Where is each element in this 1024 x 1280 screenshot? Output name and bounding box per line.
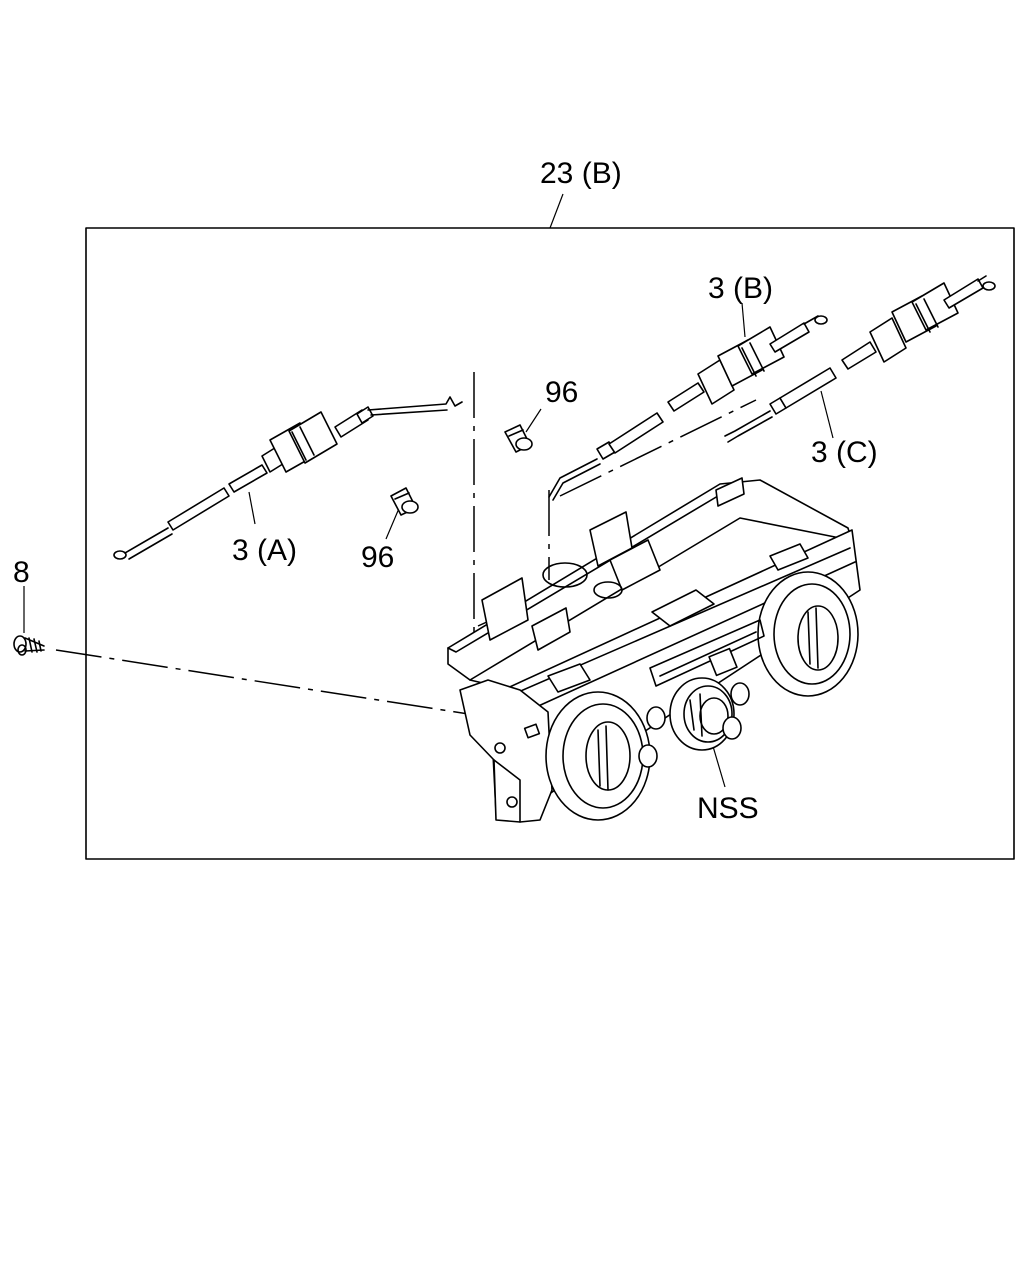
callout-cable-b: 3 (B) (708, 272, 773, 305)
heater-control-unit (447, 477, 861, 823)
control-cable-b (548, 315, 828, 501)
callout-knob-upper: 96 (545, 376, 578, 409)
callout-cable-c: 3 (C) (811, 436, 878, 469)
callout-knob-lower: 96 (361, 541, 394, 574)
knob-cap-upper (504, 424, 533, 453)
screw (13, 635, 45, 656)
callout-nss: NSS (697, 792, 759, 825)
callout-cable-a: 3 (A) (232, 534, 297, 567)
callout-assembly: 23 (B) (540, 157, 622, 190)
control-cable-c (724, 275, 996, 443)
callout-screw: 8 (13, 556, 30, 589)
knob-cap-lower (390, 487, 419, 516)
control-cable-a (113, 396, 463, 560)
